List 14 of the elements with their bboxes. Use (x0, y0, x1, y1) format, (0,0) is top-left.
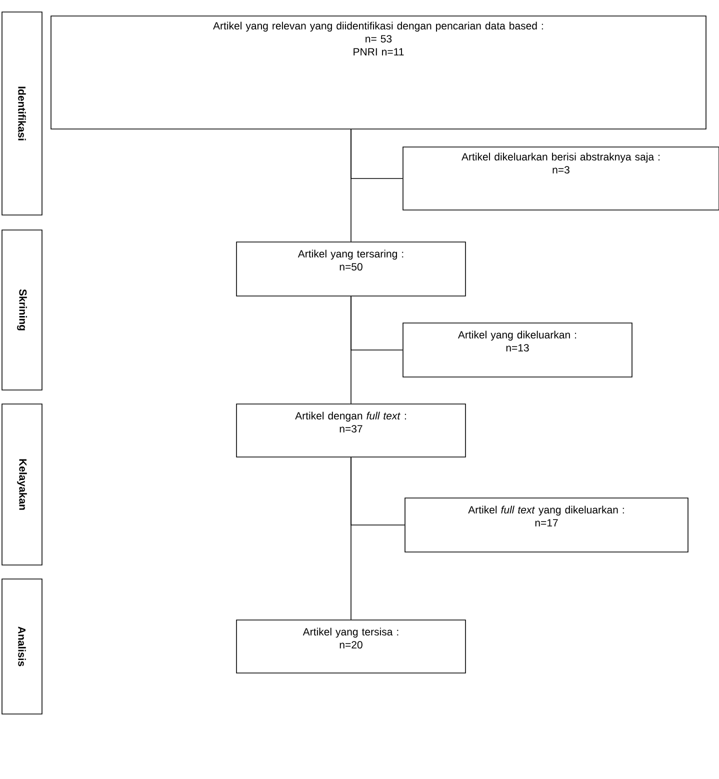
stage-label-box: Kelayakan (2, 404, 42, 566)
stage-label-box: Skrining (2, 230, 42, 390)
stage-label-box: Identifikasi (2, 12, 42, 216)
process-box: Artikel dikeluarkan berisi abstraknya saja : n=3 (402, 146, 719, 210)
connector-line (350, 296, 403, 350)
process-box: Artikel dengan full text : n=37 (236, 404, 466, 458)
connector-line (350, 457, 405, 526)
process-box: Artikel yang tersaring : n=50 (236, 242, 466, 296)
stage-label-box: Analisis (2, 578, 42, 714)
process-box: Artikel yang tersisa : n=20 (236, 620, 466, 674)
connector-line (350, 129, 403, 179)
process-box: Artikel full text yang dikeluarkan : n=17 (404, 498, 688, 552)
process-box: Artikel yang dikeluarkan : n=13 (402, 322, 632, 378)
process-box: Artikel yang relevan yang diidentifikasi dengan pencarian data based : n= 53 PNRI n=11 (50, 16, 706, 130)
